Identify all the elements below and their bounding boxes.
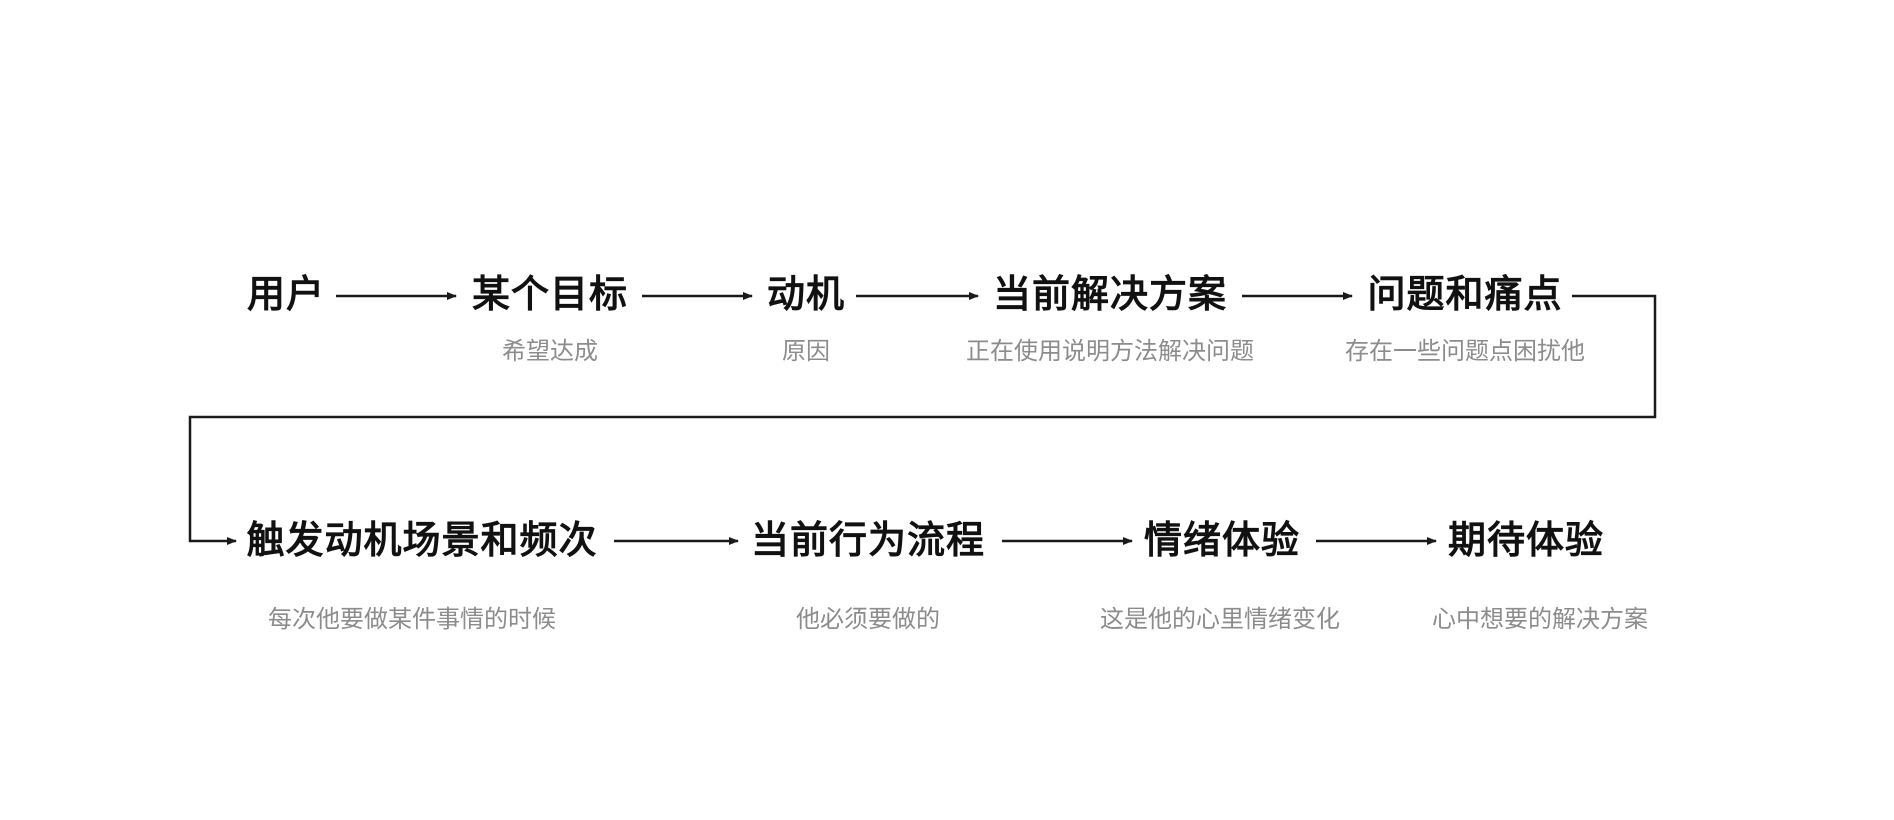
node-trigger-scene-frequency[interactable]: 触发动机场景和频次 <box>246 520 597 562</box>
node-motivation-label: 动机 <box>766 274 846 316</box>
node-user[interactable]: 用户 <box>247 274 325 316</box>
note-trigger-scene-frequency[interactable]: 每次他要做某件事情的时候 <box>268 606 556 633</box>
note-pain-point[interactable]: 存在一些问题点困扰他 <box>1345 338 1585 365</box>
node-motivation[interactable]: 动机 <box>767 274 845 316</box>
note-motivation[interactable]: 原因 <box>782 338 830 365</box>
note-expected-experience[interactable]: 心中想要的解决方案 <box>1432 606 1648 633</box>
node-goal[interactable]: 某个目标 <box>472 274 628 316</box>
node-expected-experience-label: 期待体验 <box>1447 520 1605 562</box>
node-emotional-experience[interactable]: 情绪体验 <box>1144 520 1300 562</box>
node-current-solution[interactable]: 当前解决方案 <box>993 274 1227 316</box>
node-current-behavior-flow[interactable]: 当前行为流程 <box>751 520 985 562</box>
node-goal-label: 某个目标 <box>471 274 629 316</box>
note-current-solution[interactable]: 正在使用说明方法解决问题 <box>966 338 1254 365</box>
note-goal[interactable]: 希望达成 <box>502 338 598 365</box>
node-pain-point-label: 问题和痛点 <box>1367 274 1563 316</box>
node-expected-experience[interactable]: 期待体验 <box>1448 520 1604 562</box>
node-emotional-experience-label: 情绪体验 <box>1143 520 1301 562</box>
note-current-behavior-flow[interactable]: 他必须要做的 <box>796 606 940 633</box>
node-trigger-scene-frequency-label: 触发动机场景和频次 <box>246 520 598 562</box>
node-pain-point[interactable]: 问题和痛点 <box>1367 274 1562 316</box>
node-current-behavior-flow-label: 当前行为流程 <box>750 520 986 562</box>
note-emotional-experience[interactable]: 这是他的心里情绪变化 <box>1100 606 1340 633</box>
node-current-solution-label: 当前解决方案 <box>992 274 1228 316</box>
wrap-connector-painpoint-to-trigger <box>188 294 1657 545</box>
node-user-label: 用户 <box>246 274 326 316</box>
